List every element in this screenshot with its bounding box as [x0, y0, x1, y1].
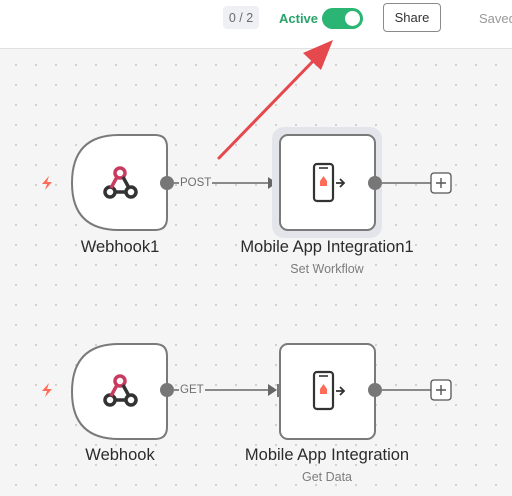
toggle-knob — [345, 11, 360, 26]
mobile1-title: Mobile App Integration1 — [240, 238, 414, 256]
workflow-header: 0 / 2 Active Share Saved — [0, 0, 512, 49]
webhook1-title: Webhook1 — [80, 238, 160, 256]
mobile-subtitle: Get Data — [301, 470, 353, 484]
connection-method-label: POST — [179, 177, 213, 190]
saved-status: Saved — [479, 11, 512, 26]
share-button[interactable]: Share — [383, 3, 441, 32]
trigger-bolt-icon — [42, 176, 52, 190]
annotation-arrow — [217, 40, 333, 160]
mobile-output-handle[interactable] — [368, 383, 382, 397]
connection-arrowhead — [268, 384, 277, 396]
webhook-output-handle[interactable] — [160, 383, 174, 397]
mobile1-node[interactable] — [279, 134, 376, 231]
mobile-node[interactable] — [279, 343, 376, 440]
mobile-add-node-icon[interactable] — [430, 379, 452, 401]
mobile-title: Mobile App Integration — [244, 446, 410, 464]
webhook-node[interactable] — [70, 343, 168, 440]
active-toggle[interactable] — [322, 8, 363, 29]
connection-method-label: GET — [179, 384, 205, 397]
trigger-bolt-icon — [42, 383, 52, 397]
webhook-title: Webhook — [85, 446, 155, 464]
mobile1-subtitle: Set Workflow — [290, 262, 364, 276]
active-label: Active — [279, 11, 319, 26]
mobile1-output-handle[interactable] — [368, 176, 382, 190]
execution-counter[interactable]: 0 / 2 — [223, 6, 259, 29]
webhook1-node[interactable] — [70, 134, 168, 231]
webhook1-output-handle[interactable] — [160, 176, 174, 190]
mobile1-add-node-icon[interactable] — [430, 172, 452, 194]
